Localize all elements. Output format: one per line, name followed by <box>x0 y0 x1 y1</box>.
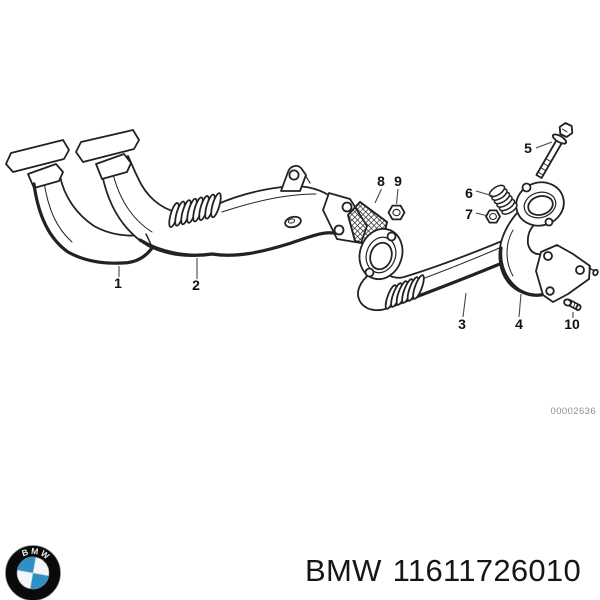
bolt-5-drawing <box>535 122 574 179</box>
exhaust-parts-diagram: 1 2 3 4 5 6 7 <box>5 122 599 417</box>
pipe-2-bracket <box>280 165 311 192</box>
exhaust-pipe-2-drawing <box>75 129 340 257</box>
pipe-3-flex-section <box>384 274 425 310</box>
pipe-3-flange <box>358 227 404 281</box>
callout-10: 10 <box>564 312 580 332</box>
pipe-2-flex-section <box>168 192 222 228</box>
callout-3-label: 3 <box>458 316 466 332</box>
callout-8-label: 8 <box>377 173 385 189</box>
callout-7-label: 7 <box>465 206 473 222</box>
callout-9-label: 9 <box>394 173 402 189</box>
callout-4: 4 <box>515 293 523 332</box>
pipe-1-end-face <box>145 233 153 249</box>
callout-4-label: 4 <box>515 316 523 332</box>
brand-text: BMW <box>305 553 382 588</box>
callout-5: 5 <box>524 140 553 156</box>
bmw-logo-blue-quadrant-tl <box>17 557 36 573</box>
part-number-text: 11611726010 <box>392 553 582 588</box>
spring-6-drawing <box>488 184 518 215</box>
callout-9: 9 <box>394 173 402 205</box>
diagram-image-number: 00002636 <box>551 406 596 417</box>
callout-1: 1 <box>114 266 122 291</box>
nut-7-drawing <box>485 209 501 224</box>
bmw-logo-blue-quadrant-br <box>30 573 49 589</box>
callout-1-label: 1 <box>114 275 122 291</box>
pipe-1-front-contour <box>32 182 154 265</box>
callout-2: 2 <box>192 258 200 293</box>
pipe-4-end-flange <box>535 244 599 303</box>
bmw-logo: BMW <box>5 544 61 600</box>
pipe-2-sensor-boss <box>284 215 302 229</box>
nut-9-drawing <box>387 204 406 221</box>
callout-6-label: 6 <box>465 185 473 201</box>
callouts: 1 2 3 4 5 6 7 <box>114 140 580 332</box>
callout-10-label: 10 <box>564 316 580 332</box>
callout-7: 7 <box>465 206 487 222</box>
bmw-logo-inner: BMW <box>16 544 54 590</box>
callout-3: 3 <box>458 292 467 332</box>
callout-5-label: 5 <box>524 140 532 156</box>
callout-2-label: 2 <box>192 277 200 293</box>
part-number-line: BMW 11611726010 <box>305 555 581 586</box>
bolt-10-drawing <box>563 298 582 311</box>
pipe-4-top-flange <box>515 181 565 227</box>
callout-8: 8 <box>374 173 385 204</box>
callout-6: 6 <box>465 185 494 201</box>
